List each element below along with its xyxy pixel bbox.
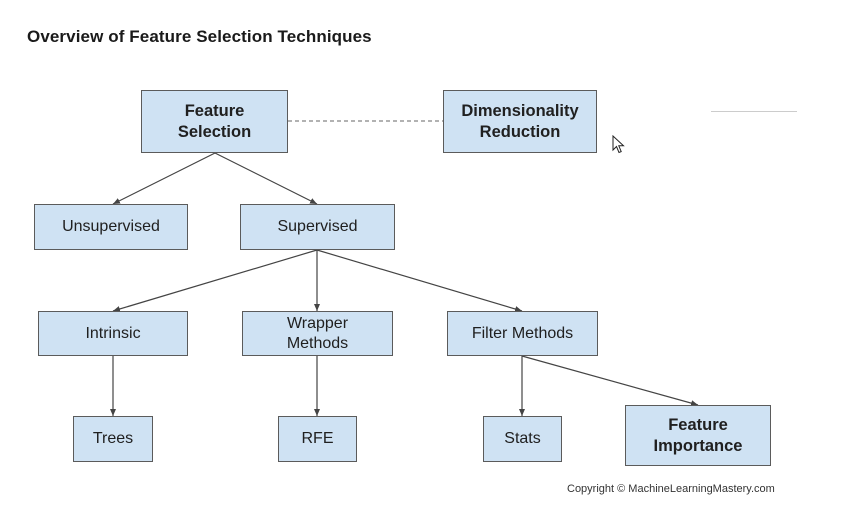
page-title: Overview of Feature Selection Techniques [27, 27, 372, 46]
copyright-notice: Copyright © MachineLearningMastery.com [567, 483, 775, 495]
edge-supervised-intrinsic [112, 249, 318, 312]
node-unsupervised: Unsupervised [34, 204, 188, 250]
node-wrapper-methods: Wrapper Methods [242, 311, 393, 356]
divider-line [711, 111, 797, 112]
edge-feature-selection-supervised [214, 152, 318, 205]
node-feature-importance: Feature Importance [625, 405, 771, 466]
node-rfe: RFE [278, 416, 357, 462]
node-intrinsic: Intrinsic [38, 311, 188, 356]
edge-feature-selection-unsupervised [112, 152, 216, 205]
edge-supervised-filter-methods [316, 249, 523, 312]
node-filter-methods: Filter Methods [447, 311, 598, 356]
node-trees: Trees [73, 416, 153, 462]
node-dimensionality-reduction: Dimensionality Reduction [443, 90, 597, 153]
node-supervised: Supervised [240, 204, 395, 250]
mouse-pointer-icon [612, 134, 628, 160]
node-stats: Stats [483, 416, 562, 462]
edge-filter-methods-feature-importance [521, 355, 699, 407]
node-feature-selection: Feature Selection [141, 90, 288, 153]
